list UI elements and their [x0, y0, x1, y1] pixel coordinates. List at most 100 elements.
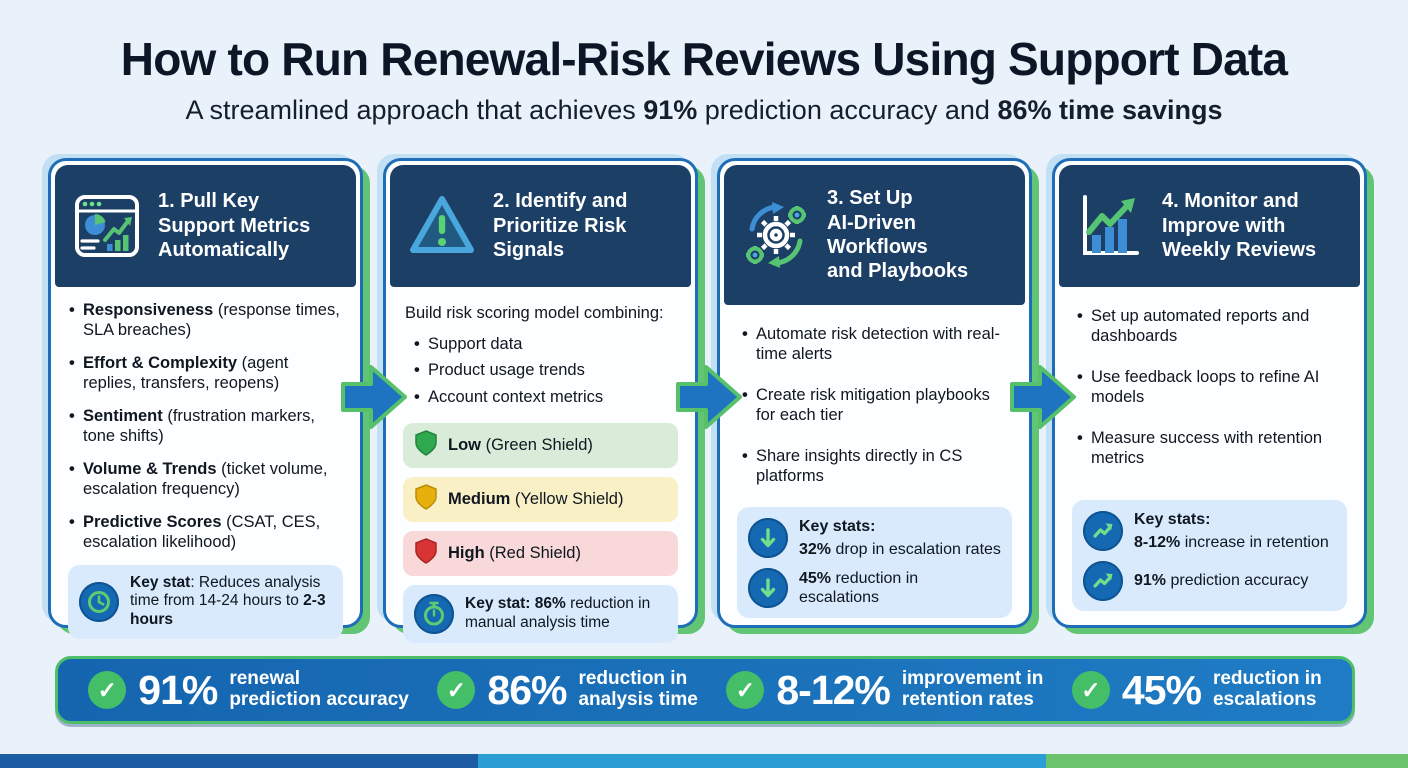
step-card-3: 3. Set Up AI-Driven Workflows and Playbo… — [717, 158, 1032, 628]
subtitle-accuracy-value: 91% — [643, 95, 698, 125]
risk-tier-low: Low (Green Shield) — [403, 422, 678, 468]
key-stat-text: Key stats: 8-12% increase in retention — [1134, 510, 1329, 552]
list-item: Share insights directly in CS platforms — [741, 446, 1012, 487]
summary-stat: ✓ 86% reduction in analysis time — [437, 666, 698, 714]
step-1-title: 1. Pull Key Support Metrics Automaticall… — [158, 190, 311, 262]
clock-icon — [79, 581, 119, 622]
subtitle-savings-value: 86% time savings — [997, 95, 1223, 125]
list-item: Set up automated reports and dashboards — [1076, 306, 1347, 347]
tier-text: High (Red Shield) — [448, 544, 581, 563]
page-subtitle: A streamlined approach that achieves 91%… — [0, 95, 1408, 126]
bullet-rest: (CSAT, CES, escalation likelihood) — [83, 512, 321, 552]
summary-stat-value: 91% — [138, 666, 218, 713]
trend-up-icon — [1083, 510, 1123, 551]
list-item: Support data — [413, 334, 678, 355]
key-stats-box: Key stats: 32% drop in escalation rates … — [737, 506, 1012, 619]
summary-stat-label: reduction in escalations — [1212, 668, 1322, 710]
list-item: Predictive Scores (CSAT, CES, escalation… — [68, 512, 343, 553]
subtitle-text: prediction accuracy and — [697, 95, 998, 125]
key-stat-row: Key stats: 32% drop in escalation rates — [748, 517, 1001, 559]
summary-stat-label: renewal prediction accuracy — [229, 668, 409, 710]
tier-note: (Green Shield) — [481, 435, 593, 454]
summary-stat: ✓ 45% reduction in escalations — [1071, 666, 1322, 714]
key-stat-value: 2-3 hours — [130, 592, 326, 629]
list-item: Responsiveness (response times, SLA brea… — [68, 300, 343, 341]
key-stat-detail: reduction in manual analysis time — [465, 595, 651, 631]
risk-tier-high: High (Red Shield) — [403, 530, 678, 576]
step-3-header: 3. Set Up AI-Driven Workflows and Playbo… — [724, 165, 1025, 305]
summary-stat-value: 86% — [487, 666, 567, 713]
bullet-rest: (agent replies, transfers, reopens) — [83, 353, 289, 393]
key-stats-heading: Key stats: — [799, 517, 876, 535]
key-stat-line: 45% reduction in escalations — [799, 569, 1001, 607]
key-stat-row: Key stats: 8-12% increase in retention — [1083, 510, 1336, 552]
key-stat-text: Key stat: Reduces analysis time from 14-… — [130, 574, 332, 631]
step-2-title: 2. Identify and Prioritize Risk Signals — [493, 190, 628, 262]
arrow-right-icon — [1010, 360, 1078, 434]
key-stat-text: Key stat: 86% reduction in manual analys… — [465, 595, 667, 633]
key-stat-detail: drop in escalation rates — [831, 540, 1001, 558]
key-stat-line: 8-12% increase in retention — [1134, 533, 1329, 552]
tier-text: Low (Green Shield) — [448, 436, 593, 455]
green-shield-icon — [415, 430, 437, 461]
page-title: How to Run Renewal-Risk Reviews Using Su… — [120, 33, 1288, 85]
list-item: Volume & Trends (ticket volume, escalati… — [68, 459, 343, 500]
step-2-bullet-list: Support data Product usage trends Accoun… — [413, 334, 678, 413]
arrow-down-icon — [748, 517, 788, 558]
tier-level: Medium — [448, 489, 511, 508]
list-item: Use feedback loops to refine AI models — [1076, 367, 1347, 408]
bullet-rest: (frustration markers, tone shifts) — [83, 406, 315, 446]
step-1-body: Responsiveness (response times, SLA brea… — [55, 287, 356, 649]
key-stat-text: Key stats: 32% drop in escalation rates — [799, 517, 1001, 559]
tier-level: Low — [448, 435, 481, 454]
summary-stat: ✓ 91% renewal prediction accuracy — [88, 667, 409, 714]
step-2-header: 2. Identify and Prioritize Risk Signals — [390, 165, 691, 287]
key-stat-value: 91% — [1134, 572, 1167, 590]
stopwatch-icon — [414, 593, 454, 634]
bullet-lead: Volume & Trends — [83, 459, 217, 478]
summary-stat-label: reduction in analysis time — [578, 668, 698, 710]
step-2-intro: Build risk scoring model combining: — [405, 304, 664, 322]
key-stat-value: 32% — [799, 540, 832, 558]
key-stat-row: 45% reduction in escalations — [748, 568, 1001, 609]
step-1-header: 1. Pull Key Support Metrics Automaticall… — [55, 165, 356, 287]
key-stat-detail: reduction in escalations — [799, 569, 919, 607]
key-stat-label: Key stat — [130, 573, 191, 591]
list-item: Account context metrics — [413, 387, 678, 408]
bullet-lead: Responsiveness — [83, 301, 214, 319]
arrow-down-icon — [748, 568, 788, 609]
check-icon: ✓ — [88, 671, 127, 709]
bullet-lead: Sentiment — [83, 406, 163, 425]
key-stat-box: Key stat: 86% reduction in manual analys… — [403, 584, 678, 643]
yellow-shield-icon — [415, 484, 437, 515]
key-stat-value: 8-12% — [1134, 533, 1181, 551]
step-3-body: Automate risk detection with real-time a… — [724, 305, 1025, 628]
key-stat-line: 32% drop in escalation rates — [799, 540, 1001, 559]
step-3-title: 3. Set Up AI-Driven Workflows and Playbo… — [827, 187, 969, 283]
check-icon: ✓ — [726, 671, 765, 709]
step-4-title: 4. Monitor and Improve with Weekly Revie… — [1162, 190, 1317, 262]
key-stat-box: Key stat: Reduces analysis time from 14-… — [68, 564, 343, 640]
step-card-2: 2. Identify and Prioritize Risk Signals … — [383, 158, 698, 643]
tier-note: (Yellow Shield) — [510, 489, 624, 508]
summary-stat-value: 45% — [1121, 666, 1202, 713]
summary-stat-label: improvement in retention rates — [901, 668, 1044, 710]
step-card-4: 4. Monitor and Improve with Weekly Revie… — [1052, 158, 1367, 628]
list-item: Product usage trends — [413, 360, 678, 381]
summary-stat-value: 8-12% — [776, 666, 891, 713]
summary-stat: ✓ 8-12% improvement in retention rates — [726, 667, 1043, 714]
red-shield-icon — [415, 538, 437, 569]
trend-up-icon — [1083, 561, 1123, 601]
step-2-body: Build risk scoring model combining: Supp… — [390, 287, 691, 653]
bullet-lead: Effort & Complexity — [83, 353, 238, 372]
key-stat-detail: increase in retention — [1180, 533, 1329, 551]
step-card-1: 1. Pull Key Support Metrics Automaticall… — [48, 158, 363, 640]
list-item: Measure success with retention metrics — [1076, 428, 1347, 469]
key-stats-box: Key stats: 8-12% increase in retention 9… — [1072, 499, 1347, 611]
list-item: Create risk mitigation playbooks for eac… — [741, 385, 1012, 426]
subtitle-text: A streamlined approach that achieves — [185, 95, 644, 125]
dashboard-icon — [69, 188, 145, 264]
step-1-bullet-list: Responsiveness (response times, SLA brea… — [68, 300, 343, 565]
step-3-bullet-list: Automate risk detection with real-time a… — [741, 324, 1012, 507]
key-stat-detail: : Reduces analysis time from 14-24 hours… — [130, 573, 321, 610]
